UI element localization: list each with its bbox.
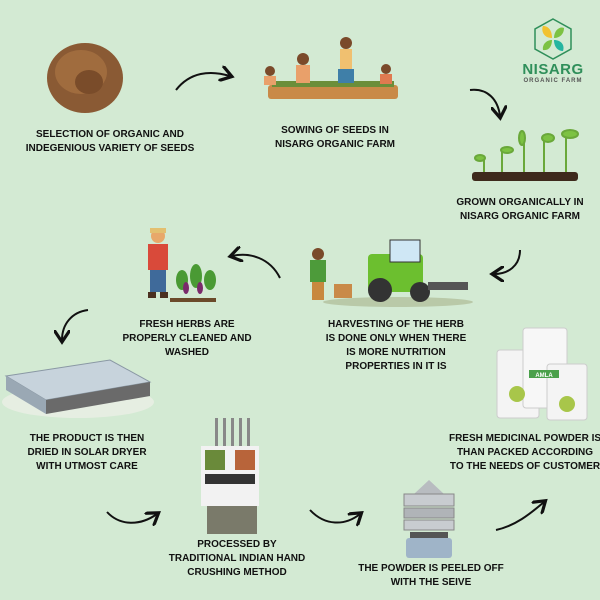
step-8-caption: The powder is peeled offwith the seive: [358, 563, 504, 588]
hand-crusher-image: [201, 418, 259, 534]
step-5-caption: Fresh herbs areproperly cleaned andwashe…: [122, 319, 252, 358]
arrow-3: [494, 249, 521, 274]
seeds-image: [47, 43, 123, 113]
harvesting-image: [310, 239, 473, 307]
arrow-6: [106, 512, 157, 523]
step-2-caption: Sowing of seeds inNisarg organic farm: [275, 125, 395, 150]
solar-dryer-image: [2, 359, 154, 418]
arrow-1: [175, 73, 230, 91]
packed-powder-image: AMLA: [496, 327, 588, 421]
sowing-image: [264, 37, 398, 99]
sieve-image: [403, 480, 455, 558]
seedlings-image: [472, 129, 579, 181]
arrow-4: [232, 255, 281, 279]
logo-leaf-icon: [534, 18, 572, 60]
arrow-7: [309, 509, 360, 523]
step-1-caption: Selection of organic andindegenious vari…: [25, 129, 195, 154]
step-7-caption: Processed bytraditional Indian handcrush…: [168, 539, 306, 578]
pack-label: AMLA: [535, 373, 553, 379]
arrow-5: [62, 309, 89, 340]
arrow-2: [469, 88, 500, 116]
logo-name: NISARG: [522, 61, 584, 78]
step-3-caption: Grown organically inNisarg organic farm: [456, 197, 584, 222]
step-4-caption: Harvesting of the herbis done only when …: [325, 319, 467, 372]
step-9-caption: Fresh medicinal powder isthan packed acc…: [448, 433, 600, 472]
washing-herbs-image: [148, 228, 216, 302]
arrow-8: [495, 502, 544, 531]
logo-subtitle: ORGANIC FARM: [523, 78, 583, 84]
step-6-caption: The product is thendried in solar dryerw…: [27, 433, 147, 472]
